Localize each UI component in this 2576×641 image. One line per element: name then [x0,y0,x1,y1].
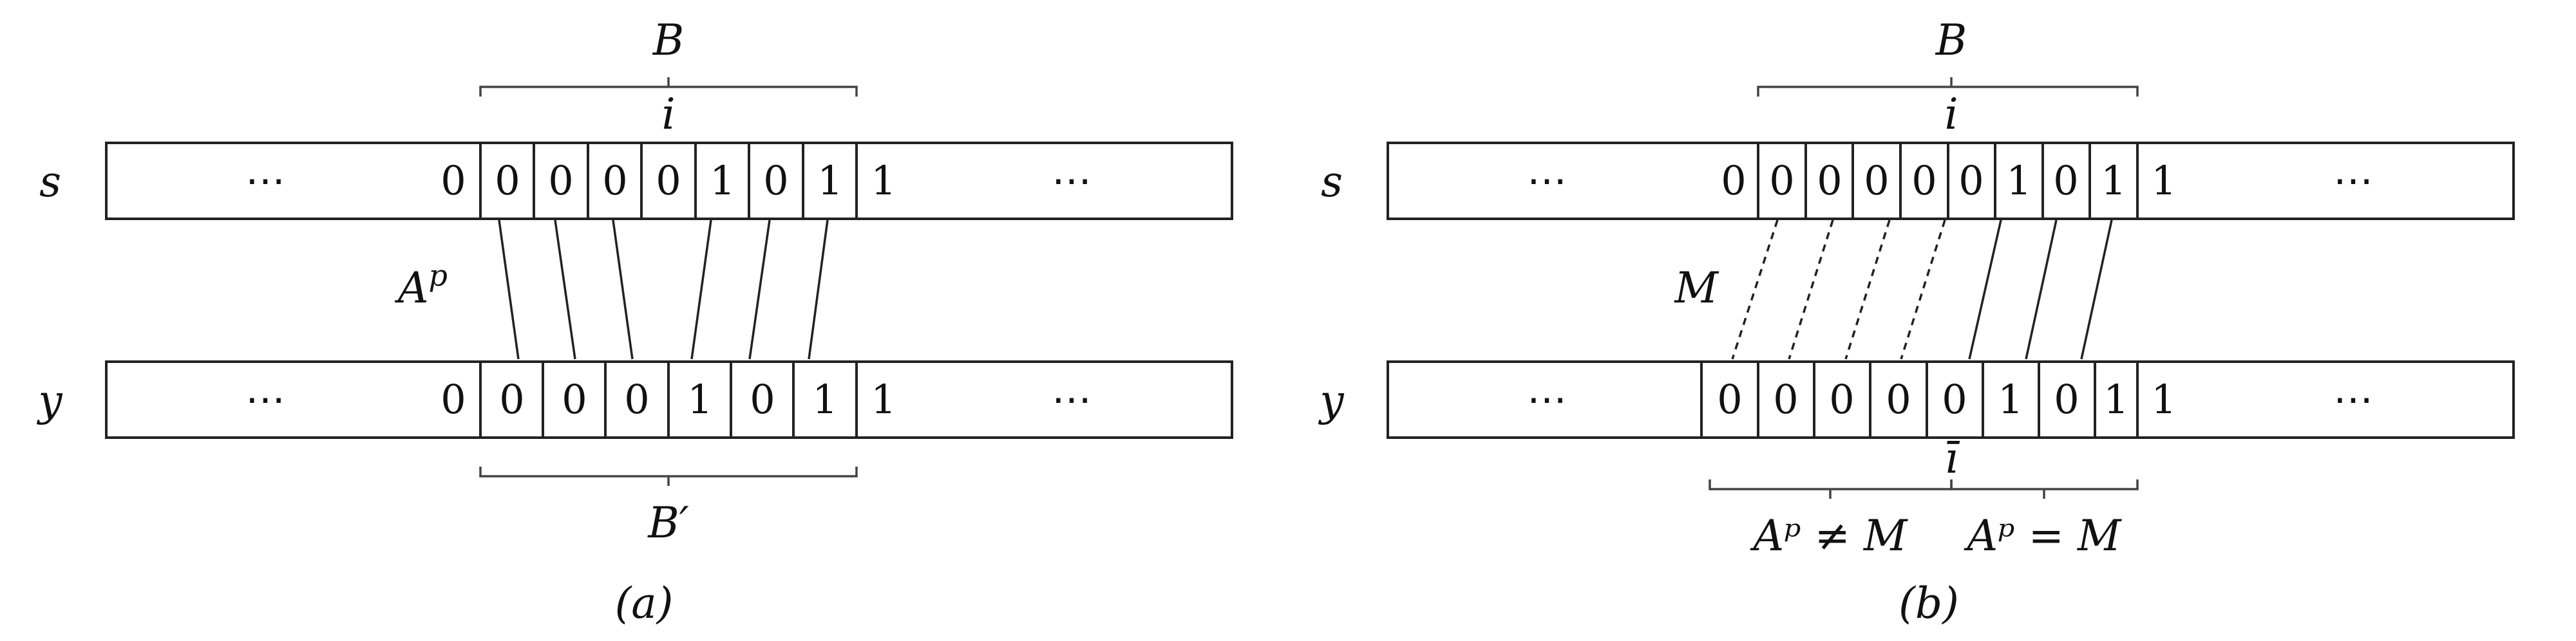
panel-a-row-s-left-value: 0 [440,157,466,204]
panel-b-dashed-label: M [1674,263,1719,313]
panel-a-alignment-base: A [394,263,429,313]
panel-a-row-s-label: s [39,157,61,207]
panel-b-row-y-bit: 0 [1829,376,1854,423]
panel-b-right-brace-label: Aᵖ = M [1964,511,2122,561]
panel-b-row-s-bit: 0 [2053,157,2078,204]
panel-a-alignment-label: Ap [394,258,448,313]
panel-a-row-y-label: y [36,376,62,425]
panel-b-solid-lines [1968,219,2113,360]
panel-b-row-s-right-dots: ⋯ [2333,157,2373,204]
panel-b-row-s-bit: 0 [1769,157,1794,204]
panel-b-row-s-bit: 1 [2006,157,2031,204]
panel-a-row-s-bit: 0 [495,157,520,204]
panel-a-row-y-bit: 0 [562,376,587,423]
panel-b-row-s-bit: 1 [2101,157,2126,204]
panel-a-row-y-bit: 0 [624,376,649,423]
panel-a-row-s-bit: 1 [710,157,735,204]
panel-b-row-y-bit: 0 [1773,376,1798,423]
panel-a-row-s-dividers [479,143,858,219]
panel-b-row-s-label: s [1321,157,1343,207]
panel-b-row-y-dividers [1700,362,2139,438]
panel-b: B i s ⋯ 0 0 0 0 0 0 1 0 1 1 ⋯ M [1318,15,2515,628]
panel-b-top-brace-label: B [1935,15,1967,65]
panel-a-row-s-bit: 0 [548,157,573,204]
panel-a-alignment-lines [498,219,829,360]
panel-b-row-y-strip [1387,360,2515,439]
panel-a-row-s-left-dots: ⋯ [245,157,285,204]
panel-b-left-brace [1709,479,1953,499]
panel-a-row-y-right-value: 1 [871,376,896,423]
panel-a-row-s-right-value: 1 [871,157,896,204]
panel-a-row-y-left-value: 0 [440,376,466,423]
panel-b-index-label: i [1944,89,1958,139]
panel-b-row-y-left-dots: ⋯ [1527,376,1567,423]
panel-b-row-s-strip [1387,142,2515,220]
panel-a-row-s-bit: 1 [817,157,842,204]
panel-a: B i s ⋯ 0 0 0 0 0 1 0 1 1 ⋯ Ap [36,15,1233,628]
panel-b-row-y-bit: 0 [2054,376,2079,423]
panel-b-row-y-label: y [1318,376,1344,425]
panel-a-bottom-brace [479,467,858,486]
panel-a-bottom-brace-label: B′ [647,498,689,548]
panel-b-bottom-index-label: ī [1944,434,1960,483]
panel-a-alignment-sup: p [429,258,448,293]
panel-b-row-s-left-value: 0 [1721,157,1746,204]
panel-a-row-y-dividers [479,362,858,438]
panel-a-index-label: i [661,89,675,139]
panel-b-left-brace-label: Aᵖ ≠ M [1750,511,1908,561]
panel-b-row-y-bit: 0 [1886,376,1911,423]
panel-a-row-y-left-dots: ⋯ [245,376,285,423]
panel-a-row-y-right-dots: ⋯ [1052,376,1092,423]
panel-b-row-y-bit: 1 [2103,376,2128,423]
panel-a-caption: (a) [615,579,674,628]
panel-a-top-brace [479,77,858,97]
panel-b-right-brace [1950,479,2139,499]
panel-b-row-y-bit: 1 [1998,376,2023,423]
panel-a-row-s-bit: 0 [602,157,627,204]
panel-b-row-s-left-dots: ⋯ [1527,157,1567,204]
panel-b-row-s-bit: 0 [1911,157,1937,204]
panel-b-top-brace [1757,77,2139,97]
panel-b-row-y-bit: 0 [1942,376,1967,423]
panel-a-row-s-right-dots: ⋯ [1052,157,1092,204]
panel-b-row-s-bit: 0 [1817,157,1842,204]
panel-b-row-s-right-value: 1 [2151,157,2176,204]
panel-a-row-s-bit: 0 [763,157,788,204]
panel-b-caption: (b) [1899,579,1959,628]
panel-a-row-y-bit: 0 [499,376,524,423]
panel-b-row-y-right-value: 1 [2151,376,2176,423]
panel-a-row-y-bit: 1 [812,376,837,423]
panel-b-row-y-right-dots: ⋯ [2333,376,2373,423]
panel-a-row-s-strip [105,142,1233,220]
panel-a-row-y-bit: 0 [750,376,775,423]
panel-a-top-brace-label: B [652,15,685,65]
panel-b-row-y-left-value: 0 [1717,376,1742,423]
panel-a-row-s-bit: 0 [656,157,681,204]
panel-b-row-s-dividers [1757,143,2139,219]
panel-b-dashed-lines [1731,219,1946,360]
panel-b-row-s-bit: 0 [1958,157,1984,204]
panel-b-row-s-bit: 0 [1864,157,1889,204]
panel-a-row-y-bit: 1 [687,376,712,423]
